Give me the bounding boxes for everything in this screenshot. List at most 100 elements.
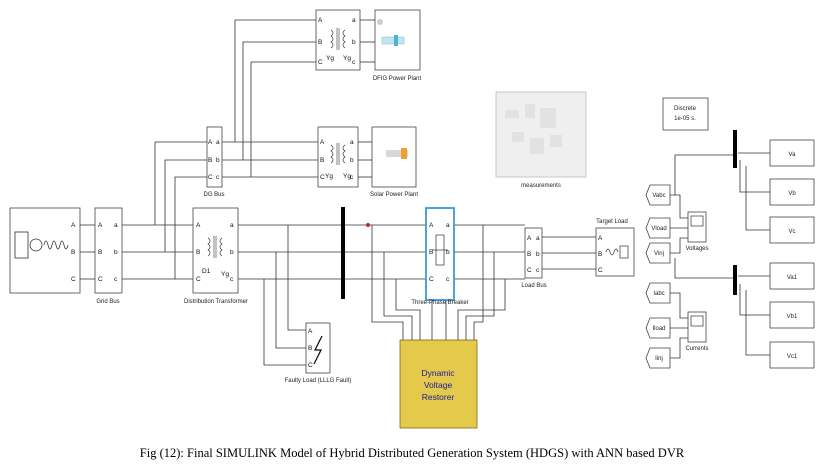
- three-phase-breaker-block[interactable]: A B C a b c Three-Phase Breaker: [411, 207, 469, 306]
- dfig-transformer-yg-mark-2: Yg: [343, 55, 351, 62]
- svg-text:a: a: [216, 139, 220, 146]
- svg-text:A: A: [320, 139, 325, 146]
- svg-text:B: B: [308, 345, 312, 352]
- svg-text:b: b: [446, 249, 450, 256]
- discrete-powergui-block[interactable]: Discrete 1e-05 s.: [662, 97, 709, 131]
- output-vc-block[interactable]: Vc: [769, 216, 815, 244]
- vload-tag-label: Vload: [651, 226, 666, 232]
- svg-text:c: c: [350, 174, 354, 181]
- vload-goto-tag[interactable]: Vload: [645, 217, 671, 239]
- faulty-load-label: Faulty Load (LLLG Fault): [285, 378, 352, 384]
- figure-caption: Fig (12): Final SIMULINK Model of Hybrid…: [139, 446, 685, 460]
- current-demux-bar: [733, 265, 737, 295]
- output-vb-block[interactable]: Vb: [769, 178, 815, 206]
- svg-text:A: A: [208, 139, 213, 146]
- grid-bus-block[interactable]: A B C a b c Grid Bus: [94, 207, 123, 305]
- vinj-tag-label: Vinj: [654, 251, 664, 257]
- dvr-label-line1: Dynamic: [421, 368, 455, 378]
- svg-text:A: A: [71, 222, 76, 229]
- output-va-block[interactable]: Va: [769, 139, 815, 167]
- svg-text:B: B: [320, 157, 324, 164]
- measurements-label: measurements: [521, 183, 561, 189]
- wires: [80, 19, 770, 366]
- svg-text:c: c: [446, 276, 450, 283]
- svg-text:B: B: [71, 249, 75, 256]
- dynamic-voltage-restorer-block[interactable]: Dynamic Voltage Restorer: [399, 339, 478, 429]
- output-vc1-label: Vc1: [787, 354, 798, 360]
- vinj-goto-tag[interactable]: Vinj: [645, 242, 671, 264]
- discrete-label: Discrete: [674, 106, 697, 112]
- iinj-goto-tag[interactable]: Iinj: [645, 347, 671, 369]
- dg-bus-label: DG Bus: [203, 192, 224, 198]
- svg-text:B: B: [98, 249, 102, 256]
- voltages-scope-label: Voltages: [685, 246, 708, 252]
- svg-text:C: C: [71, 276, 76, 283]
- dvr-label-line2: Voltage: [424, 380, 453, 390]
- svg-text:C: C: [196, 276, 201, 283]
- svg-text:C: C: [598, 267, 603, 274]
- iabc-goto-tag[interactable]: Iabc: [645, 282, 671, 304]
- svg-text:A: A: [598, 235, 603, 242]
- dfig-power-plant-block[interactable]: DFIG Power Plant: [373, 9, 422, 82]
- svg-text:c: c: [352, 59, 356, 66]
- output-vb-label: Vb: [788, 191, 796, 197]
- three-phase-breaker-label: Three-Phase Breaker: [411, 300, 468, 306]
- svg-text:B: B: [429, 249, 433, 256]
- currents-scope-block[interactable]: Currents: [685, 311, 709, 352]
- distribution-transformer-block[interactable]: A B C a b c D1 Yg Distribution Transform…: [184, 207, 248, 305]
- svg-text:b: b: [536, 251, 540, 258]
- vabc-tag-label: Vabc: [652, 193, 665, 199]
- solar-power-plant-label: Solar Power Plant: [370, 192, 418, 198]
- svg-text:A: A: [318, 17, 323, 24]
- svg-text:B: B: [527, 251, 531, 258]
- svg-text:B: B: [208, 157, 212, 164]
- svg-text:C: C: [308, 362, 313, 369]
- iinj-tag-label: Iinj: [655, 356, 663, 362]
- solar-transformer-block[interactable]: A B C a b c Yg Yg: [317, 126, 359, 188]
- measurements-subsystem-block[interactable]: measurements: [495, 91, 587, 189]
- output-va1-block[interactable]: Va1: [769, 262, 815, 290]
- svg-text:B: B: [598, 251, 602, 258]
- svg-text:A: A: [196, 222, 201, 229]
- svg-text:B: B: [196, 249, 200, 256]
- svg-text:a: a: [114, 222, 118, 229]
- svg-text:A: A: [429, 222, 434, 229]
- solar-transformer-yg-mark: Yg: [325, 173, 333, 180]
- dfig-power-plant-label: DFIG Power Plant: [373, 76, 422, 82]
- svg-text:b: b: [350, 157, 354, 164]
- load-bus-block[interactable]: A B C a b c Load Bus: [521, 227, 547, 289]
- svg-text:C: C: [208, 174, 213, 181]
- svg-text:C: C: [318, 59, 323, 66]
- grid-source-block[interactable]: A B C: [9, 207, 81, 294]
- output-vb1-block[interactable]: Vb1: [769, 301, 815, 329]
- solar-power-plant-block[interactable]: Solar Power Plant: [370, 126, 418, 198]
- svg-text:c: c: [114, 276, 118, 283]
- bus-bar: [341, 207, 345, 299]
- svg-text:A: A: [308, 328, 313, 335]
- vabc-goto-tag[interactable]: Vabc: [645, 184, 671, 206]
- dg-bus-block[interactable]: A B C a b c DG Bus: [203, 126, 225, 198]
- lightning-icon: [313, 335, 323, 365]
- iload-goto-tag[interactable]: Iload: [645, 317, 671, 339]
- svg-text:A: A: [98, 222, 103, 229]
- svg-text:a: a: [350, 139, 354, 146]
- faulty-load-block[interactable]: A B C Faulty Load (LLLG Fault): [285, 322, 352, 384]
- discrete-sample-time: 1e-05 s.: [674, 116, 696, 122]
- grid-bus-label: Grid Bus: [96, 299, 119, 305]
- dfig-transformer-block[interactable]: A B C a b c Yg Yg: [315, 9, 361, 71]
- svg-text:C: C: [320, 174, 325, 181]
- output-vb1-label: Vb1: [787, 314, 798, 320]
- svg-text:b: b: [216, 157, 220, 164]
- voltages-scope-block[interactable]: Voltages: [685, 211, 709, 252]
- svg-text:C: C: [429, 276, 434, 283]
- output-vc1-block[interactable]: Vc1: [769, 341, 815, 369]
- svg-text:b: b: [352, 39, 356, 46]
- target-load-label: Target Load: [596, 219, 628, 225]
- svg-text:c: c: [230, 276, 234, 283]
- svg-text:a: a: [230, 222, 234, 229]
- svg-text:b: b: [230, 249, 234, 256]
- transformer-yg-mark: Yg: [221, 271, 229, 278]
- output-vc-label: Vc: [788, 229, 795, 235]
- target-load-block[interactable]: A B C Target Load: [595, 219, 635, 277]
